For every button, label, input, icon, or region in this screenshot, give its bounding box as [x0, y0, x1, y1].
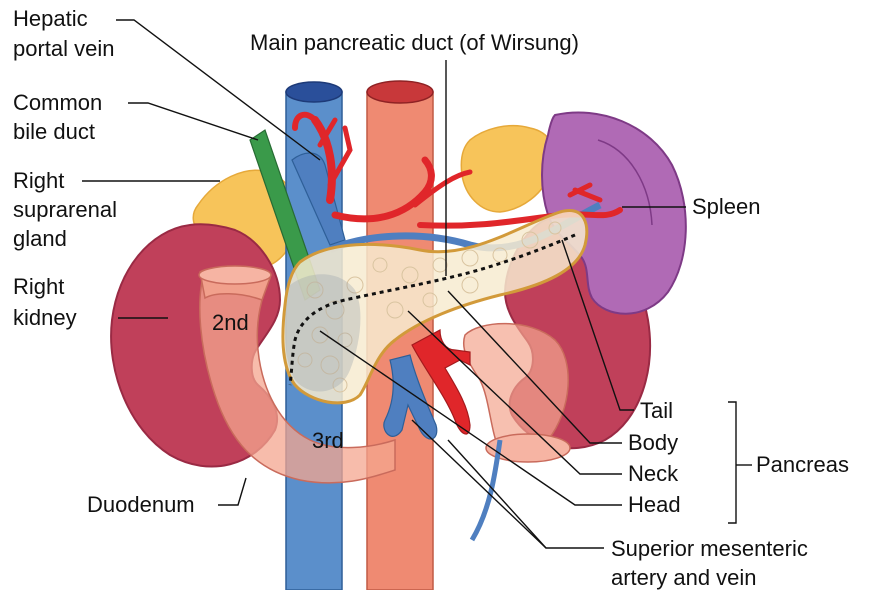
label-right-suprarenal-2: suprarenal: [13, 197, 117, 222]
label-right-suprarenal-1: Right: [13, 168, 64, 193]
label-main-pancreatic-duct: Main pancreatic duct (of Wirsung): [250, 30, 579, 55]
label-duodenum: Duodenum: [87, 492, 195, 517]
label-duodenum-2nd: 2nd: [212, 310, 249, 335]
label-superior-mesenteric-1: Superior mesenteric: [611, 536, 808, 561]
label-right-kidney-2: kidney: [13, 305, 77, 330]
label-hepatic-portal-vein-1: Hepatic: [13, 6, 88, 31]
label-body: Body: [628, 430, 678, 455]
aorta-opening: [367, 81, 433, 103]
label-common-bile-duct-2: bile duct: [13, 119, 95, 144]
label-hepatic-portal-vein-2: portal vein: [13, 36, 115, 61]
label-spleen: Spleen: [692, 194, 761, 219]
label-pancreas: Pancreas: [756, 452, 849, 477]
label-duodenum-3rd: 3rd: [312, 428, 344, 453]
duodenojejunal-segment: [464, 324, 569, 452]
left-suprarenal-gland: [461, 126, 554, 212]
label-head: Head: [628, 492, 681, 517]
label-right-suprarenal-3: gland: [13, 226, 67, 251]
label-tail: Tail: [640, 398, 673, 423]
duodenum-opening-upper: [199, 266, 271, 284]
label-common-bile-duct-1: Common: [13, 90, 102, 115]
vena-cava-opening: [286, 82, 342, 102]
label-right-kidney-1: Right: [13, 274, 64, 299]
label-superior-mesenteric-2: artery and vein: [611, 565, 757, 590]
label-neck: Neck: [628, 461, 679, 486]
